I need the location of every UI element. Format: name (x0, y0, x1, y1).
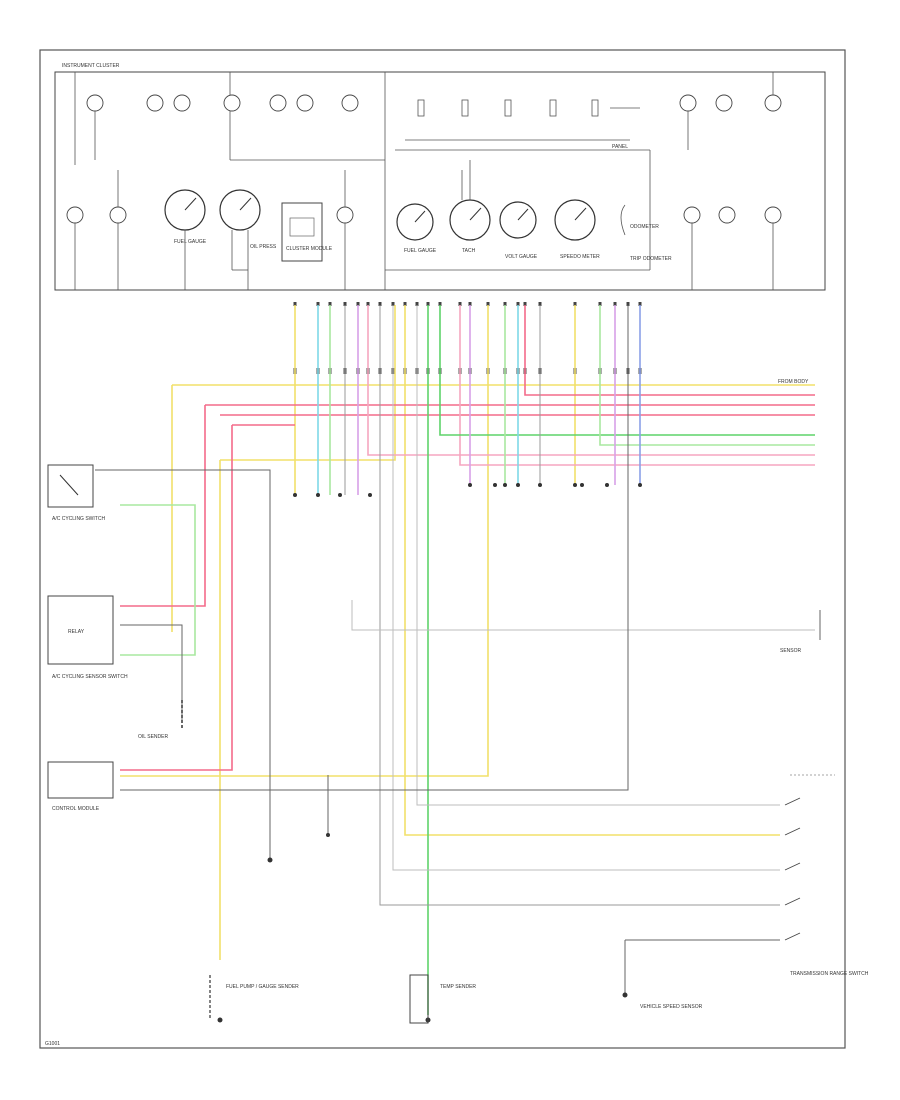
connector-pin (356, 302, 360, 306)
connector-pin (458, 302, 462, 306)
gauge-label-speedo: SPEEDO METER (560, 254, 600, 260)
wire-pink-3 (120, 425, 233, 771)
oil-sender: OIL SENDER (138, 700, 183, 740)
connector-pin (486, 302, 490, 306)
connector-pin (293, 302, 297, 306)
wire-harness (95, 305, 821, 1015)
connector-pin (328, 302, 332, 306)
temp-sender: TEMP SENDER (409, 974, 476, 1024)
connector-pins (293, 302, 642, 374)
gauge-label-fuel-2: FUEL GAUGE (404, 248, 437, 254)
wire-pink-5 (524, 305, 815, 396)
oil-sender-label: OIL SENDER (138, 734, 168, 740)
panel-label: PANEL (612, 144, 628, 150)
top-row-devices (417, 99, 640, 117)
wire-green-2 (439, 305, 815, 436)
connector-pin (523, 302, 527, 306)
connector-pin (438, 302, 442, 306)
temp-sender-label: TEMP SENDER (440, 984, 476, 990)
control-module: CONTROL MODULE (47, 761, 114, 812)
relay-module: RELAY A/C CYCLING SENSOR SWITCH (47, 595, 128, 680)
ac-switch-label: A/C CYCLING SWITCH (52, 516, 105, 522)
connector-pin (378, 302, 382, 306)
instrument-cluster: INSTRUMENT CLUSTER PANEL (54, 63, 826, 291)
odometer-label: ODOMETER (630, 224, 659, 230)
fuel-sender-label: FUEL PUMP / GAUGE SENDER (226, 984, 299, 990)
relay-label: RELAY (68, 629, 85, 635)
connector-pin (468, 302, 472, 306)
connector-pin (503, 302, 507, 306)
wire-dark-2 (95, 469, 271, 860)
wire-yellow-3 (404, 305, 780, 836)
gauge-tach (449, 199, 491, 241)
gauge-label-tach: TACH (462, 248, 476, 254)
gauge-label-volt: VOLT GAUGE (505, 254, 538, 260)
wire-gray-4 (416, 305, 780, 806)
speed-sensor-label: VEHICLE SPEED SENSOR (640, 1004, 703, 1010)
wire-pink-left (120, 405, 206, 607)
ac-cycling-switch: A/C CYCLING SWITCH (47, 464, 105, 522)
indicator-bulbs (66, 94, 782, 224)
connector-pin (598, 302, 602, 306)
gauge-label-oil: OIL PRESS (250, 244, 277, 250)
wire-dark-1 (120, 305, 629, 791)
connector-pin (538, 302, 542, 306)
trip-odometer-label: TRIP ODOMETER (630, 256, 672, 262)
module-label: CLUSTER MODULE (286, 246, 333, 252)
wire-green-4 (599, 305, 815, 446)
wire-yellow-4 (120, 305, 489, 777)
connector-pin (391, 302, 395, 306)
transmission-label: TRANSMISSION RANGE SWITCH (790, 971, 869, 977)
wire-yellow-2 (220, 305, 396, 461)
ac-sensor-label: A/C CYCLING SENSOR SWITCH (52, 674, 128, 680)
connector-pin (638, 302, 642, 306)
terminal-dots (217, 483, 642, 1023)
wire-pink-light-2 (459, 305, 815, 466)
wire-green-left (120, 504, 196, 656)
control-module-label: CONTROL MODULE (52, 806, 100, 812)
wire-gray-2 (379, 305, 780, 906)
connector-pin (403, 302, 407, 306)
gauge-fuel-2 (396, 203, 434, 241)
connector-pin (415, 302, 419, 306)
gauge-speedometer (554, 199, 596, 241)
connector-pin (426, 302, 430, 306)
connector-pin (316, 302, 320, 306)
connector-pin (343, 302, 347, 306)
cluster-internal-leads (74, 72, 774, 290)
gauge-oil-press (219, 189, 261, 231)
cluster-module (281, 202, 323, 262)
sensor-label: SENSOR (780, 648, 802, 654)
wire-gray-3 (392, 305, 780, 871)
gauge-label-fuel: FUEL GAUGE (174, 239, 207, 245)
from-body-label: FROM BODY (778, 379, 809, 385)
diagram-frame (39, 49, 846, 1049)
connector-pin (626, 302, 630, 306)
connector-pin (613, 302, 617, 306)
fuel-sender: FUEL PUMP / GAUGE SENDER (209, 975, 299, 1020)
gauge-fuel (164, 189, 206, 231)
diagram-code: G1001 (45, 1041, 60, 1047)
right-side-contacts: FROM BODY SENSOR TRANSMISSION RANGE SWIT… (778, 379, 869, 977)
connector-pin (366, 302, 370, 306)
wire-gray-5 (351, 600, 815, 631)
gauge-volt (499, 201, 537, 239)
wire-pink-light (367, 305, 815, 456)
wire-dark-3 (120, 624, 183, 720)
cluster-title: INSTRUMENT CLUSTER (62, 63, 120, 69)
connector-pin (573, 302, 577, 306)
connector-pin (516, 302, 520, 306)
speed-sensor: VEHICLE SPEED SENSOR (640, 1004, 703, 1010)
